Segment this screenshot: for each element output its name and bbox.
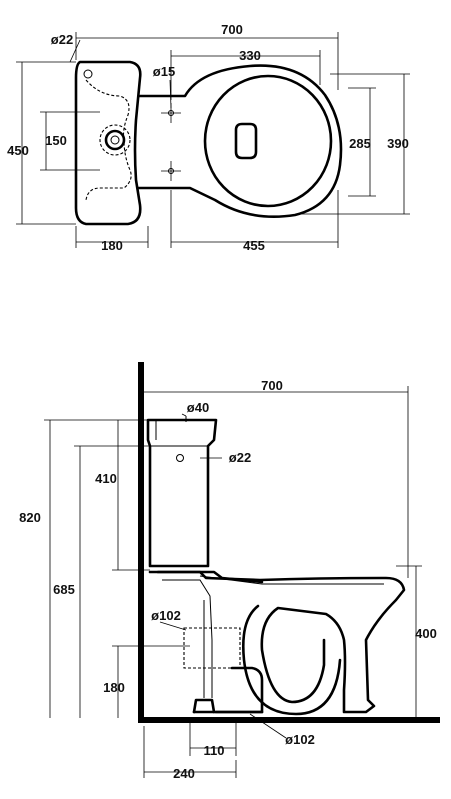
- top-dim-700: 700: [221, 22, 243, 37]
- side-dim-outlet: ø102: [285, 732, 315, 747]
- top-water-outlet: [234, 122, 258, 160]
- top-dim-330: 330: [239, 48, 261, 63]
- side-cistern-connector: [148, 570, 264, 584]
- side-dim-400: 400: [415, 626, 437, 641]
- top-cistern-outline: [74, 60, 142, 226]
- top-pan-outline: [136, 64, 343, 218]
- side-dim-700: 700: [261, 378, 283, 393]
- side-inlet-hole: [176, 454, 184, 462]
- top-dim-fixing-holes: ø15: [153, 64, 175, 79]
- side-trap: [242, 604, 342, 716]
- top-dim-390: 390: [387, 136, 409, 151]
- side-seat-line: [199, 575, 384, 585]
- side-dim-flush-button: ø40: [187, 400, 209, 415]
- side-dim-240: 240: [173, 766, 195, 781]
- top-bowl-outline: [203, 74, 333, 208]
- side-dim-inlet: ø22: [229, 450, 251, 465]
- top-dim-450: 450: [7, 143, 29, 158]
- side-dim-820: 820: [19, 510, 41, 525]
- side-dim-180: 180: [103, 680, 125, 695]
- top-flush-valve: [104, 129, 126, 151]
- side-flush-connector: [162, 579, 213, 698]
- top-dim-180: 180: [101, 238, 123, 253]
- side-pan-outline: [156, 570, 406, 714]
- top-flush-valve-inner: [110, 135, 120, 145]
- top-flush-valve-ring: [99, 124, 131, 156]
- wall: [138, 362, 144, 722]
- top-inlet-hole: [83, 69, 93, 79]
- top-dim-inlet: ø22: [51, 32, 73, 47]
- top-view: 700 ø22 ø15 330 150 450 180 455 285 390: [7, 22, 410, 253]
- top-dim-150: 150: [45, 133, 67, 148]
- side-pan-base: [192, 666, 264, 714]
- side-cistern-outline: [146, 418, 218, 568]
- top-dim-455: 455: [243, 238, 265, 253]
- side-view: 700 ø40 ø22 410 820 685 ø102 400 180 110…: [19, 362, 440, 781]
- side-dim-685: 685: [53, 582, 75, 597]
- top-dim-285: 285: [349, 136, 371, 151]
- side-dim-110: 110: [204, 743, 225, 758]
- side-dim-flush-pipe: ø102: [151, 608, 181, 623]
- side-dim-410: 410: [95, 471, 117, 486]
- side-flush-pipe-dashed: [183, 627, 241, 669]
- floor: [138, 717, 440, 723]
